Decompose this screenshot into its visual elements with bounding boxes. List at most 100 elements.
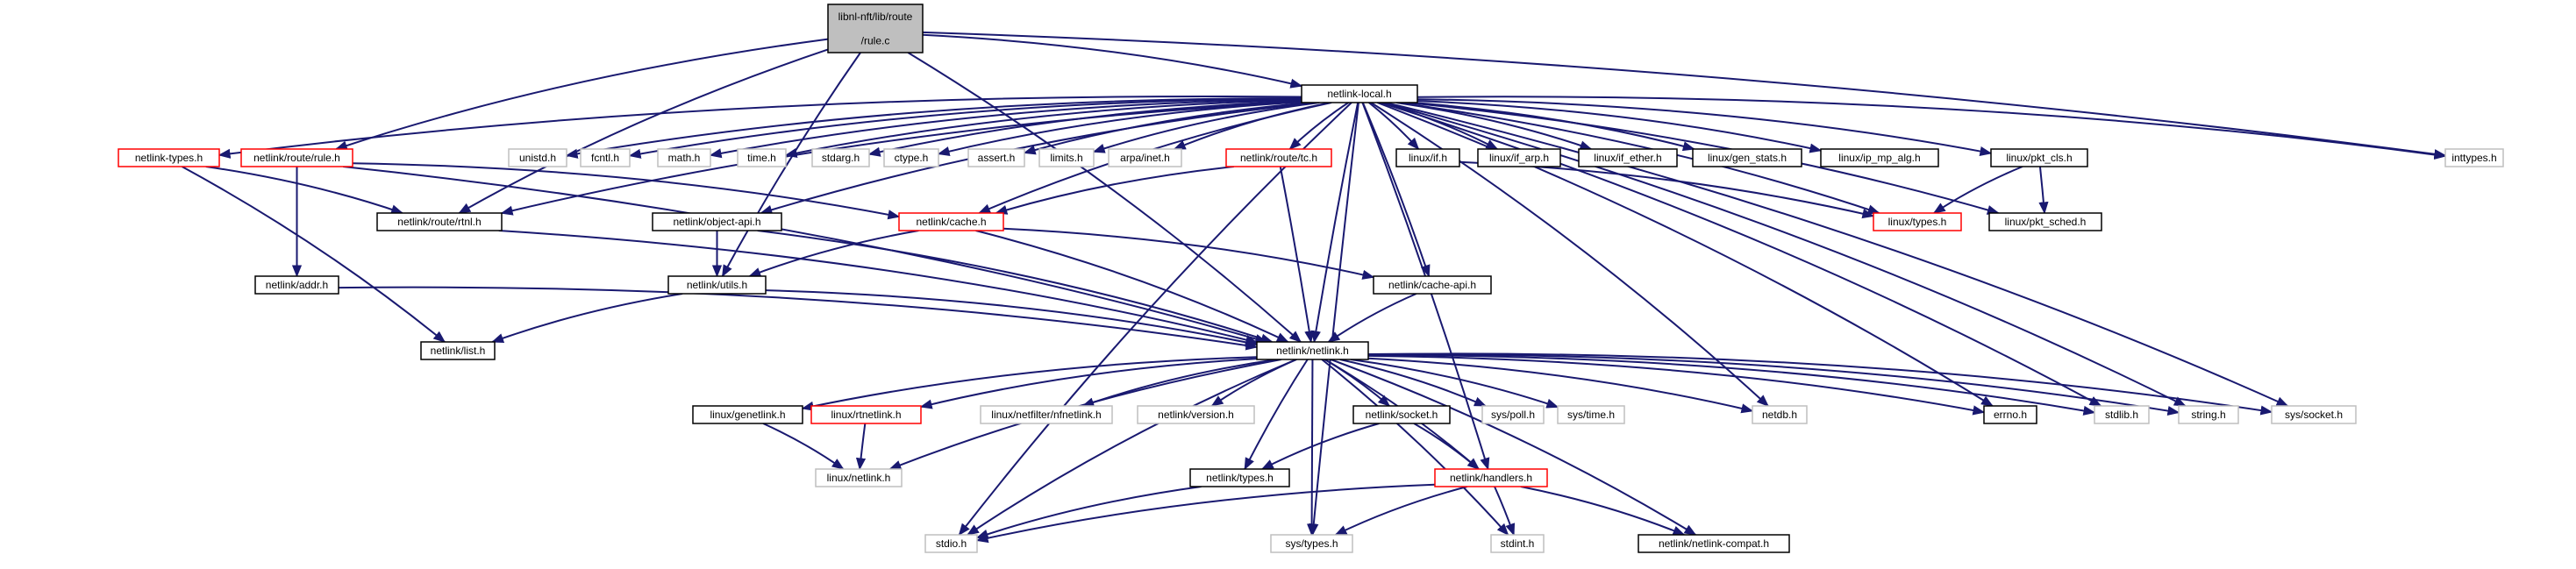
node-assert[interactable]: assert.h [967,148,1025,167]
node-label: netlink/cache-api.h [1388,279,1476,291]
node-unistd[interactable]: unistd.h [508,148,567,167]
node-box [1373,275,1492,295]
edge-netlink_local-to-route_rtnl [500,101,1302,216]
node-box [2271,405,2357,424]
node-stdlib[interactable]: stdlib.h [2094,405,2150,424]
node-netlink-compat[interactable]: netlink/netlink-compat.h [1638,534,1790,553]
edge-netlink-to-socket [1324,359,1391,407]
edge-netlink_local-to-object_api [760,102,1316,215]
edge-handlers-to-stdio [975,483,1436,544]
node-errno[interactable]: errno.h [1983,405,2037,424]
node-linux-pkt-cls[interactable]: linux/pkt_cls.h [1990,148,2088,167]
node-sys-socket[interactable]: sys/socket.h [2271,405,2357,424]
node-netlink-local[interactable]: netlink-local.h [1301,84,1418,103]
node-linux-if-arp[interactable]: linux/if_arp.h [1477,148,1561,167]
node-cache[interactable]: netlink/cache.h [898,212,1004,231]
node-label: netlink/cache.h [916,216,986,228]
edge-route_rule-to-netlink [343,166,1268,344]
node-label: libnl-nft/lib/route [838,11,913,23]
node-box [667,275,767,295]
node-label: linux/gen_stats.h [1708,152,1787,164]
node-box [1557,405,1625,424]
node-socket[interactable]: netlink/socket.h [1352,405,1451,424]
edge-netlink_local-to-errno [1376,102,1994,407]
node-route-rule[interactable]: netlink/route/rule.h [240,148,353,167]
node-stdarg[interactable]: stdarg.h [811,148,870,167]
node-math[interactable]: math.h [657,148,711,167]
edges-layer [181,31,2447,544]
node-sys-time[interactable]: sys/time.h [1557,405,1625,424]
node-box [815,468,903,487]
node-linux-pkt-sched[interactable]: linux/pkt_sched.h [1988,212,2102,231]
node-stdint[interactable]: stdint.h [1490,534,1545,553]
node-box [2444,148,2504,167]
node-cache-api[interactable]: netlink/cache-api.h [1373,275,1492,295]
edge-netlink_types-to-route_rtnl [205,166,404,215]
edge-netlink_local-to-string [1382,102,2187,407]
edge-linux_pkt_cls-to-linux_pkt_sched [2038,166,2049,215]
node-linux-gen-stats[interactable]: linux/gen_stats.h [1692,148,1802,167]
node-netlink-types[interactable]: netlink-types.h [118,148,220,167]
node-sys-poll[interactable]: sys/poll.h [1481,405,1545,424]
edge-netlink-to-sys_time [1350,359,1559,409]
node-object-api[interactable]: netlink/object-api.h [652,212,782,231]
node-netdb[interactable]: netdb.h [1752,405,1808,424]
node-inttypes[interactable]: inttypes.h [2444,148,2504,167]
node-box [1820,148,1939,167]
node-linux-if[interactable]: linux/if.h [1395,148,1460,167]
node-version[interactable]: netlink/version.h [1137,405,1255,424]
node-box [2094,405,2150,424]
node-label: netlink/types.h [1206,472,1274,484]
node-nfnetlink[interactable]: linux/netfilter/nfnetlink.h [980,405,1113,424]
node-ctype[interactable]: ctype.h [883,148,939,167]
node-root[interactable]: libnl-nft/lib/route/rule.c [827,4,924,53]
node-box [508,148,567,167]
edge-netlink-to-netdb [1367,357,1754,414]
node-box [737,148,787,167]
node-linux-types[interactable]: linux/types.h [1873,212,1962,231]
node-stdio[interactable]: stdio.h [924,534,978,553]
node-addr[interactable]: netlink/addr.h [254,275,339,295]
node-box [1578,148,1678,167]
node-utils[interactable]: netlink/utils.h [667,275,767,295]
node-linux-netlink[interactable]: linux/netlink.h [815,468,903,487]
node-limits[interactable]: limits.h [1038,148,1095,167]
edge-netlink_local-to-limits [1092,102,1320,153]
node-linux-rtnetlink[interactable]: linux/rtnetlink.h [810,405,922,424]
node-box [811,148,870,167]
node-box [657,148,711,167]
edge-handlers-to-stdint [1494,486,1516,537]
node-fcntl[interactable]: fcntl.h [580,148,631,167]
node-box [254,275,339,295]
edge-route_tc-to-cache [995,166,1234,215]
node-box [376,212,503,231]
node-route-tc[interactable]: netlink/route/tc.h [1225,148,1332,167]
node-linux-if-ether[interactable]: linux/if_ether.h [1578,148,1678,167]
node-label: netlink/route/tc.h [1240,152,1317,164]
node-linux-ip-mp-alg[interactable]: linux/ip_mp_alg.h [1820,148,1939,167]
node-netlink-types-h[interactable]: netlink/types.h [1189,468,1290,487]
node-box [1873,212,1962,231]
node-linux-genetlink[interactable]: linux/genetlink.h [692,405,803,424]
node-box [980,405,1113,424]
node-label: stdint.h [1501,537,1535,550]
node-label: netlink/route/rule.h [253,152,340,164]
node-label: time.h [747,152,776,164]
node-label: linux/pkt_sched.h [2005,216,2087,228]
node-time[interactable]: time.h [737,148,787,167]
node-list[interactable]: netlink/list.h [420,341,496,360]
node-route-rtnl[interactable]: netlink/route/rtnl.h [376,212,503,231]
node-label: netdb.h [1762,409,1797,421]
node-label: fcntl.h [591,152,619,164]
node-handlers[interactable]: netlink/handlers.h [1434,468,1548,487]
node-netlink[interactable]: netlink/netlink.h [1256,341,1369,360]
node-arpa-inet[interactable]: arpa/inet.h [1108,148,1182,167]
node-label: netlink/list.h [431,345,486,357]
node-sys-types[interactable]: sys/types.h [1270,534,1353,553]
node-string[interactable]: string.h [2178,405,2239,424]
node-box [240,148,353,167]
node-label: linux/if.h [1409,152,1447,164]
edge-netlink-to-sys_socket [1367,352,2273,416]
edge-netlink-to-linux_rtnetlink [919,358,1258,409]
edge-netlink_local-to-stdlib [1380,102,2102,407]
